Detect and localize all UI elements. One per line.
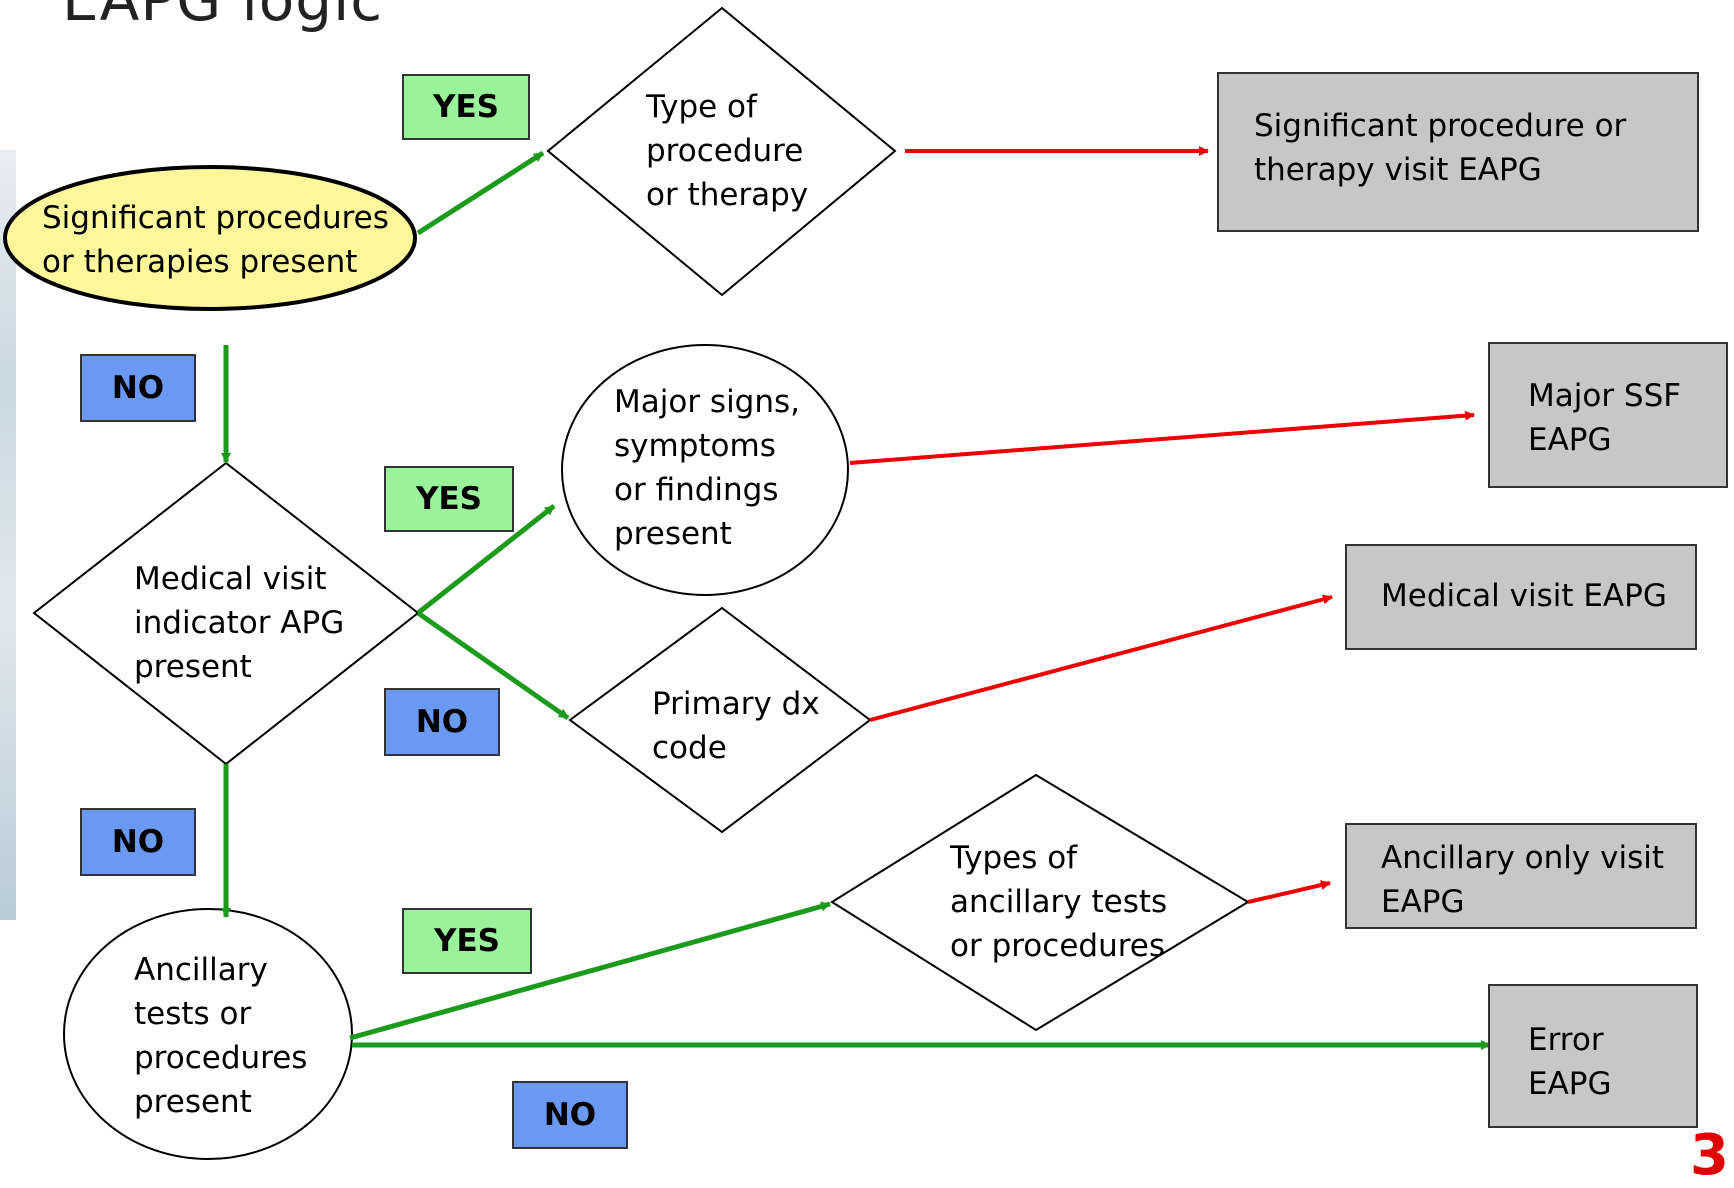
3m-logo: 3M (1690, 1123, 1734, 1188)
type-proc-label: Type of procedure or therapy (646, 89, 809, 213)
type-proc-diamond (546, 6, 897, 297)
yes-tag-3: YES (402, 908, 532, 974)
types-anc-label: Types of ancillary tests or procedures (950, 840, 1168, 964)
arrow-types-to-ancillary (1247, 880, 1331, 904)
types-anc-diamond (830, 773, 1250, 1032)
major-ssf-label: Major signs, symptoms or findings presen… (614, 384, 801, 552)
start-label: Significant procedures or therapies pres… (42, 200, 389, 280)
ancillary-ellipse (63, 908, 353, 1160)
arrow-medical-to-major (416, 504, 556, 615)
outcome-medical-visit: Medical visit EAPG (1345, 544, 1697, 650)
arrow-major-to-majorssf (849, 410, 1475, 465)
yes-tag-1: YES (402, 74, 530, 140)
outcome-major-ssf: Major SSF EAPG (1488, 342, 1728, 488)
arrow-start-to-type (416, 150, 545, 236)
primary-dx-diamond (568, 606, 872, 834)
background-photo-strip (0, 150, 16, 920)
no-tag-1: NO (80, 354, 196, 422)
ancillary-label: Ancillary tests or procedures present (134, 952, 308, 1120)
page-title: EAPG logic (62, 0, 384, 34)
no-tag-2: NO (384, 688, 500, 756)
primary-dx-label: Primary dx code (652, 686, 820, 766)
yes-tag-2: YES (384, 466, 514, 532)
medical-label: Medical visit indicator APG present (134, 561, 345, 685)
major-ssf-ellipse (561, 344, 849, 596)
no-tag-3: NO (80, 808, 196, 876)
flowchart-canvas (3, 6, 1491, 1160)
no-tag-4: NO (512, 1081, 628, 1149)
outcome-ancillary-only: Ancillary only visit EAPG (1345, 823, 1697, 929)
arrow-ancillary-to-types (349, 901, 831, 1041)
arrow-medical-to-primary (416, 610, 570, 721)
outcome-significant-procedure: Significant procedure or therapy visit E… (1217, 72, 1699, 232)
start-ellipse (3, 165, 417, 311)
outcome-error: Error EAPG (1488, 984, 1698, 1128)
arrow-primary-to-medical (869, 594, 1333, 722)
